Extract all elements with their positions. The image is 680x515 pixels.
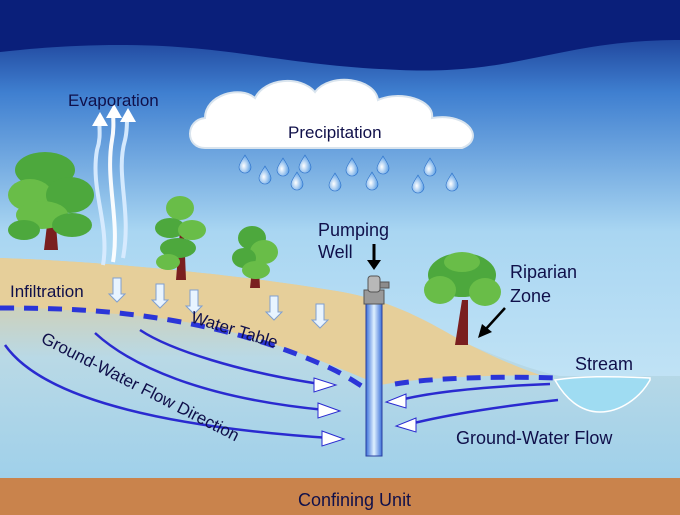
- gw-flow-arrowheads-right: [384, 393, 417, 433]
- up-arrow-icon: [92, 112, 108, 126]
- well-pointer-arrow: [367, 244, 381, 270]
- raindrop-icon: [376, 155, 390, 175]
- riparian-pointer-arrow: [478, 307, 506, 338]
- gw-flow-arrowheads-left: [313, 377, 346, 447]
- left-arrow-icon: [384, 393, 407, 409]
- raindrops: [238, 154, 459, 194]
- down-left-arrow-icon: [478, 324, 492, 338]
- raindrop-icon: [290, 171, 304, 191]
- tree-riparian: [424, 252, 501, 345]
- down-arrow-icon: [367, 260, 381, 270]
- evaporation-arrow: [108, 109, 117, 263]
- gw-flow-arrow: [139, 328, 321, 386]
- raindrop-icon: [445, 172, 459, 192]
- raindrop-icon: [276, 157, 290, 177]
- label-pumping-well-1: Pumping: [318, 220, 389, 240]
- down-arrow-icon: [150, 283, 170, 309]
- down-arrow-icon: [107, 277, 127, 303]
- stream-water: [553, 375, 651, 413]
- infiltration-arrows: [107, 277, 330, 329]
- down-arrow-icon: [264, 295, 284, 321]
- up-arrow-icon: [120, 108, 136, 122]
- confining-unit: [0, 478, 680, 515]
- label-evaporation: Evaporation: [68, 91, 159, 110]
- gw-flow-arrow: [409, 398, 559, 426]
- tree-small: [232, 226, 278, 288]
- label-precipitation: Precipitation: [288, 123, 382, 142]
- raindrop-icon: [258, 165, 272, 185]
- label-confining-unit: Confining Unit: [298, 490, 411, 510]
- tree-medium: [155, 196, 206, 280]
- up-arrow-icon: [106, 104, 122, 118]
- down-arrow-icon: [310, 303, 330, 329]
- tree-large: [8, 152, 94, 250]
- gw-flow-arrows-left: [3, 328, 331, 440]
- label-riparian-1: Riparian: [510, 262, 577, 282]
- gw-flow-arrow: [3, 344, 331, 440]
- label-pumping-well-2: Well: [318, 242, 353, 262]
- water-table-line: [0, 305, 556, 391]
- left-arrow-icon: [394, 417, 417, 433]
- label-infiltration: Infiltration: [10, 282, 84, 301]
- right-arrow-icon: [321, 430, 346, 447]
- raindrop-icon: [411, 174, 425, 194]
- gw-flow-arrow: [399, 382, 551, 402]
- raindrop-icon: [365, 171, 379, 191]
- raindrop-icon: [238, 154, 252, 174]
- raindrop-icon: [345, 157, 359, 177]
- gw-flow-arrows-right: [399, 382, 559, 426]
- right-arrow-icon: [313, 377, 338, 393]
- down-arrow-icon: [184, 289, 204, 315]
- label-gw-flow: Ground-Water Flow: [456, 428, 613, 448]
- pumping-well: [363, 275, 390, 457]
- evaporation-arrow: [93, 117, 107, 266]
- raindrop-icon: [328, 172, 342, 192]
- raindrop-icon: [423, 157, 437, 177]
- label-riparian-2: Zone: [510, 286, 551, 306]
- raindrop-icon: [298, 154, 312, 174]
- vadose-zone: [0, 258, 540, 385]
- gw-flow-arrow: [94, 332, 326, 412]
- label-stream: Stream: [575, 354, 633, 374]
- evaporation-arrowheads: [92, 104, 136, 126]
- cloud: [189, 78, 474, 149]
- right-arrow-icon: [317, 402, 342, 419]
- sky-dark-band: [0, 0, 680, 71]
